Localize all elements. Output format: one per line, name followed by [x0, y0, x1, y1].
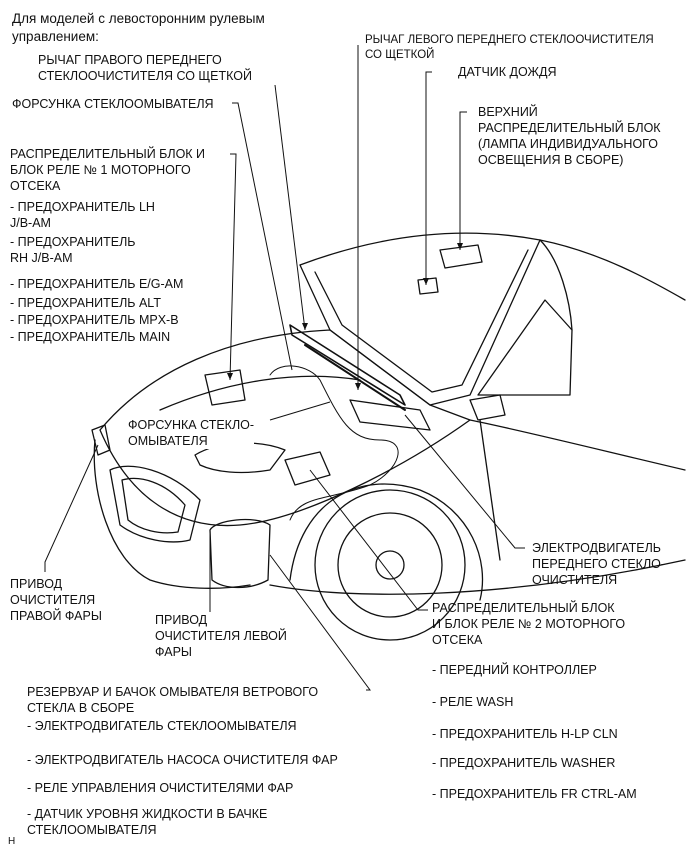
upper-block-shape	[439, 244, 483, 269]
windshield-inner	[314, 249, 529, 393]
leader-relay-block-1	[229, 153, 237, 381]
label-right-wiper-arm: РЫЧАГ ПРАВОГО ПЕРЕДНЕГО СТЕКЛООЧИСТИТЕЛЯ…	[38, 53, 252, 83]
car-rear-edge	[539, 239, 573, 331]
arrow-tip-rain-sensor	[423, 278, 429, 285]
arrow-tip-right-wiper-arm	[302, 323, 308, 330]
label-wiper-motor: ЭЛЕКТРОДВИГАТЕЛЬ ПЕРЕДНЕГО СТЕКЛО- ОЧИСТ…	[532, 541, 666, 587]
reservoir-item: - ЭЛЕКТРОДВИГАТЕЛЬ СТЕКЛООМЫВАТЕЛЯ	[27, 719, 297, 733]
reservoir-item: - ДАТЧИК УРОВНЯ ЖИДКОСТИ В БАЧКЕ СТЕКЛОО…	[27, 807, 268, 837]
label-left-headlamp-cleaner: ПРИВОД ОЧИСТИТЕЛЯ ЛЕВОЙ ФАРЫ	[155, 613, 287, 659]
front-wheel-hub	[375, 550, 405, 580]
leader-washer-nozzle-top	[232, 102, 293, 371]
relay-block-1-item: - ПРЕДОХРАНИТЕЛЬ MAIN	[10, 330, 171, 344]
relay-block-2-item: - ПРЕДОХРАНИТЕЛЬ WASHER	[432, 756, 616, 770]
rain-sensor-shape	[417, 277, 439, 295]
car-roof-line	[299, 232, 686, 301]
side-lower	[269, 559, 686, 595]
left-wiper-arm-shape	[304, 344, 406, 411]
grille-inner	[121, 477, 186, 534]
leader-upper-block	[459, 111, 467, 250]
windshield-frame	[299, 239, 541, 406]
arrow-tip-upper-block	[457, 243, 463, 250]
diagram-header: Для моделей с левосторонним рулевым упра…	[12, 11, 265, 44]
front-wheel	[314, 489, 466, 641]
right-wiper-arm-shape	[289, 324, 406, 406]
leader-reservoir	[269, 554, 371, 691]
label-left-wiper-arm: РЫЧАГ ЛЕВОГО ПЕРЕДНЕГО СТЕКЛООЧИСТИТЕЛЯ …	[365, 34, 654, 61]
leader-right-headlamp	[44, 444, 99, 572]
label-rain-sensor: ДАТЧИК ДОЖДЯ	[458, 65, 557, 79]
leader-rain-sensor	[425, 71, 432, 285]
relay-block-1-shape	[204, 369, 246, 406]
relay-block-2-shape	[284, 451, 331, 486]
label-washer-nozzle-mid: ФОРСУНКА СТЕКЛО- ОМЫВАТЕЛЯ	[128, 417, 255, 449]
label-reservoir: РЕЗЕРВУАР И БАЧОК ОМЫВАТЕЛЯ ВЕТРОВОГО СТ…	[27, 685, 319, 715]
leader-right-wiper-arm	[274, 84, 306, 331]
label-upper-block: ВЕРХНИЙ РАСПРЕДЕЛИТЕЛЬНЫЙ БЛОК (ЛАМПА ИН…	[478, 105, 661, 167]
grille	[109, 465, 201, 543]
reservoir-item: - ЭЛЕКТРОДВИГАТЕЛЬ НАСОСА ОЧИСТИТЕЛЯ ФАР	[27, 753, 338, 767]
right-headlight	[91, 424, 111, 456]
arrow-tip-left-wiper-arm	[355, 383, 361, 390]
reservoir-shape	[209, 518, 271, 589]
front-wheel-arch	[289, 483, 484, 601]
label-relay-block-2: РАСПРЕДЕЛИТЕЛЬНЫЙ БЛОК И БЛОК РЕЛЕ № 2 М…	[432, 601, 626, 647]
relay-block-2-item: - РЕЛЕ WASH	[432, 695, 514, 709]
hood-outline	[99, 329, 471, 527]
door-line	[479, 419, 501, 561]
reservoir-item: - РЕЛЕ УПРАВЛЕНИЯ ОЧИСТИТЕЛЯМИ ФАР	[27, 781, 294, 795]
leader-wiper-motor	[404, 414, 525, 549]
leader-relay-block-2	[309, 469, 428, 611]
label-washer-nozzle-top: ФОРСУНКА СТЕКЛООМЫВАТЕЛЯ	[12, 97, 214, 111]
corner-mark: H	[8, 836, 16, 847]
washer-hose	[269, 365, 399, 521]
label-relay-block-1: РАСПРЕДЕЛИТЕЛЬНЫЙ БЛОК И БЛОК РЕЛЕ № 1 М…	[10, 147, 206, 193]
leader-washer-nozzle-mid	[269, 401, 331, 421]
side-profile	[469, 419, 686, 471]
relay-block-2-item: - ПРЕДОХРАНИТЕЛЬ H-LP CLN	[432, 727, 618, 741]
relay-block-1-item: - ПРЕДОХРАНИТЕЛЬ MPX-B	[10, 313, 179, 327]
label-right-headlamp-cleaner: ПРИВОД ОЧИСТИТЕЛЯ ПРАВОЙ ФАРЫ	[10, 577, 102, 623]
front-bumper	[93, 439, 251, 589]
relay-block-2-item: - ПРЕДОХРАНИТЕЛЬ FR CTRL-AM	[432, 787, 637, 801]
hood-crease	[159, 375, 361, 411]
arrow-tip-relay-block-1	[227, 373, 233, 380]
relay-block-1-item: - ПРЕДОХРАНИТЕЛЬ ALT	[10, 296, 161, 310]
side-window	[477, 299, 573, 396]
relay-block-1-item: - ПРЕДОХРАНИТЕЛЬ RH J/B-AM	[10, 235, 136, 265]
relay-block-2-item: - ПЕРЕДНИЙ КОНТРОЛЛЕР	[432, 663, 597, 677]
relay-block-1-item: - ПРЕДОХРАНИТЕЛЬ E/G-AM	[10, 277, 184, 291]
mirror	[469, 394, 506, 421]
wiper-motor-shape	[349, 399, 431, 431]
relay-block-1-item: - ПРЕДОХРАНИТЕЛЬ LH J/B-AM	[10, 200, 155, 230]
front-wheel-rim	[337, 512, 443, 618]
